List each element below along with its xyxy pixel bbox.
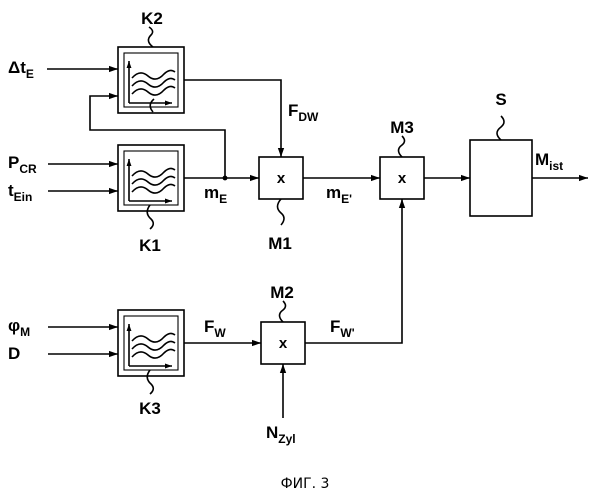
m1-leader <box>278 199 285 225</box>
signal-m-e: mE <box>204 183 227 206</box>
map-block-k1 <box>118 145 184 211</box>
signal-t-ein: tEin <box>8 181 32 204</box>
label-m1: M1 <box>268 234 292 253</box>
wire-f-dw <box>184 80 281 157</box>
wire-f-w-prime <box>305 199 402 343</box>
signal-n-zyl: NZyl <box>266 423 296 446</box>
m2-leader <box>280 301 286 322</box>
signal-f-dw: FDW <box>288 101 319 124</box>
label-k1: K1 <box>139 236 161 255</box>
signal-dt-e: ΔtE <box>8 58 34 81</box>
signal-p-cr: PCR <box>8 153 37 176</box>
multiplier-m2: x <box>261 322 305 364</box>
map-block-k2 <box>118 47 184 113</box>
signal-d: D <box>8 344 20 363</box>
label-s: S <box>495 90 506 109</box>
multiplier-m1: x <box>259 157 303 199</box>
label-k3: K3 <box>139 399 161 418</box>
block-s <box>470 140 532 216</box>
m3-leader <box>399 136 405 157</box>
multiplier-m3: x <box>380 157 424 199</box>
map-block-k3 <box>118 310 184 376</box>
s-leader <box>497 116 504 140</box>
multiply-icon: x <box>277 170 286 187</box>
label-m2: M2 <box>270 283 294 302</box>
junction-dot <box>223 176 228 181</box>
label-m3: M3 <box>390 118 414 137</box>
multiply-icon: x <box>398 170 407 187</box>
signal-f-w-prime: FW' <box>330 317 355 340</box>
signal-phi-m: φM <box>8 316 30 339</box>
signal-f-w: FW <box>204 317 226 340</box>
multiply-icon: x <box>279 335 288 352</box>
k2-leader <box>148 27 153 47</box>
label-k2: K2 <box>141 9 163 28</box>
signal-m-ist: Mist <box>535 150 563 173</box>
figure-caption: ФИГ. 3 <box>281 476 330 492</box>
signal-m-e-prime: mE' <box>326 183 352 206</box>
